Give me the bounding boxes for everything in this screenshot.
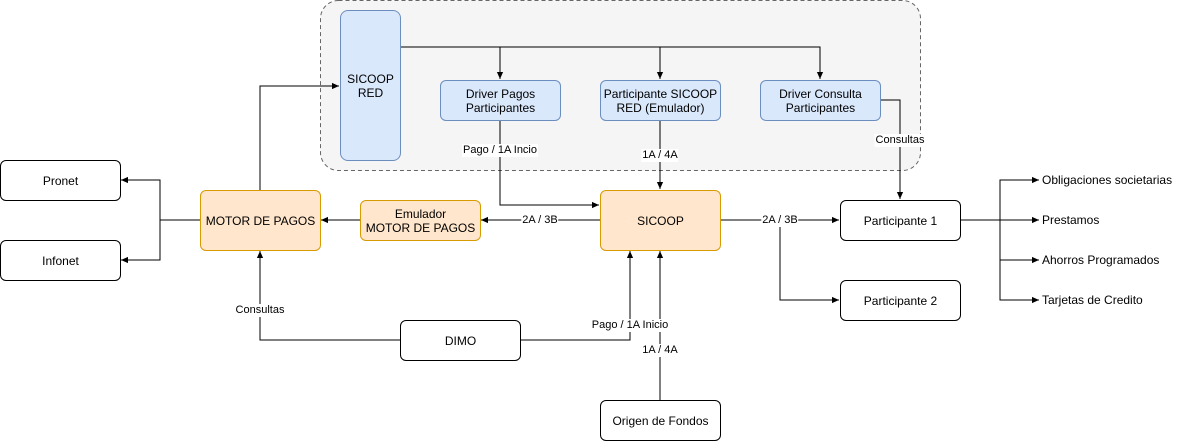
node-origen-fondos[interactable]: Origen de Fondos: [600, 400, 721, 441]
edge-motor-to-infonet: [120, 220, 161, 264]
node-participante-sicoop-red[interactable]: Participante SICOOP RED (Emulador): [600, 80, 721, 121]
edge-label-pago-1a-incio: Pago / 1A Incio: [462, 144, 538, 157]
edge-dimo-to-motor: [256, 251, 400, 341]
node-sicoop-red[interactable]: SICOOP RED: [340, 10, 401, 161]
node-motor-pagos[interactable]: MOTOR DE PAGOS: [200, 190, 321, 251]
node-emulador-motor[interactable]: Emulador MOTOR DE PAGOS: [360, 200, 481, 241]
product-obligaciones: Obligaciones societarias: [1042, 173, 1173, 187]
edge-sicoop-red-to-driver-consulta: [400, 46, 824, 79]
edge-label-consultas-driver: Consultas: [874, 134, 926, 147]
edge-label-consultas-dimo: Consultas: [234, 304, 286, 317]
node-driver-pagos[interactable]: Driver Pagos Participantes: [440, 80, 561, 121]
edge-participante-1-to-ahorros: [999, 220, 1039, 264]
edge-dimo-to-sicoop: [520, 251, 634, 341]
node-driver-consulta[interactable]: Driver Consulta Participantes: [760, 80, 881, 121]
edge-sicoop-to-participante-2: [779, 220, 839, 304]
edge-label-sicoop-to-participante: 2A / 3B: [761, 214, 799, 227]
edge-label-pago-1a-inicio-dimo: Pago / 1A Inicio: [590, 319, 670, 332]
edge-motor-to-sicoop-red: [259, 82, 339, 190]
edge-driver-consulta-to-participante-1: [880, 99, 904, 199]
edge-label-sicoop-to-emulador: 2A / 3B: [521, 214, 559, 227]
product-ahorros: Ahorros Programados: [1042, 253, 1160, 267]
edge-participante-1-to-tarjetas: [999, 260, 1039, 304]
edge-label-origen-1a-4a: 1A / 4A: [641, 344, 679, 357]
edge-label-driver-1a-4a: 1A / 4A: [641, 149, 679, 162]
edge-motor-to-pronet: [120, 176, 200, 221]
node-dimo[interactable]: DIMO: [400, 320, 521, 361]
node-pronet[interactable]: Pronet: [0, 160, 121, 201]
node-participante-1[interactable]: Participante 1: [840, 200, 961, 241]
node-sicoop[interactable]: SICOOP: [600, 190, 721, 251]
node-participante-2[interactable]: Participante 2: [840, 280, 961, 321]
node-infonet[interactable]: Infonet: [0, 240, 121, 281]
product-tarjetas: Tarjetas de Credito: [1042, 293, 1143, 307]
product-prestamos: Prestamos: [1042, 213, 1100, 227]
edge-participante-1-to-obligaciones: [960, 176, 1039, 221]
